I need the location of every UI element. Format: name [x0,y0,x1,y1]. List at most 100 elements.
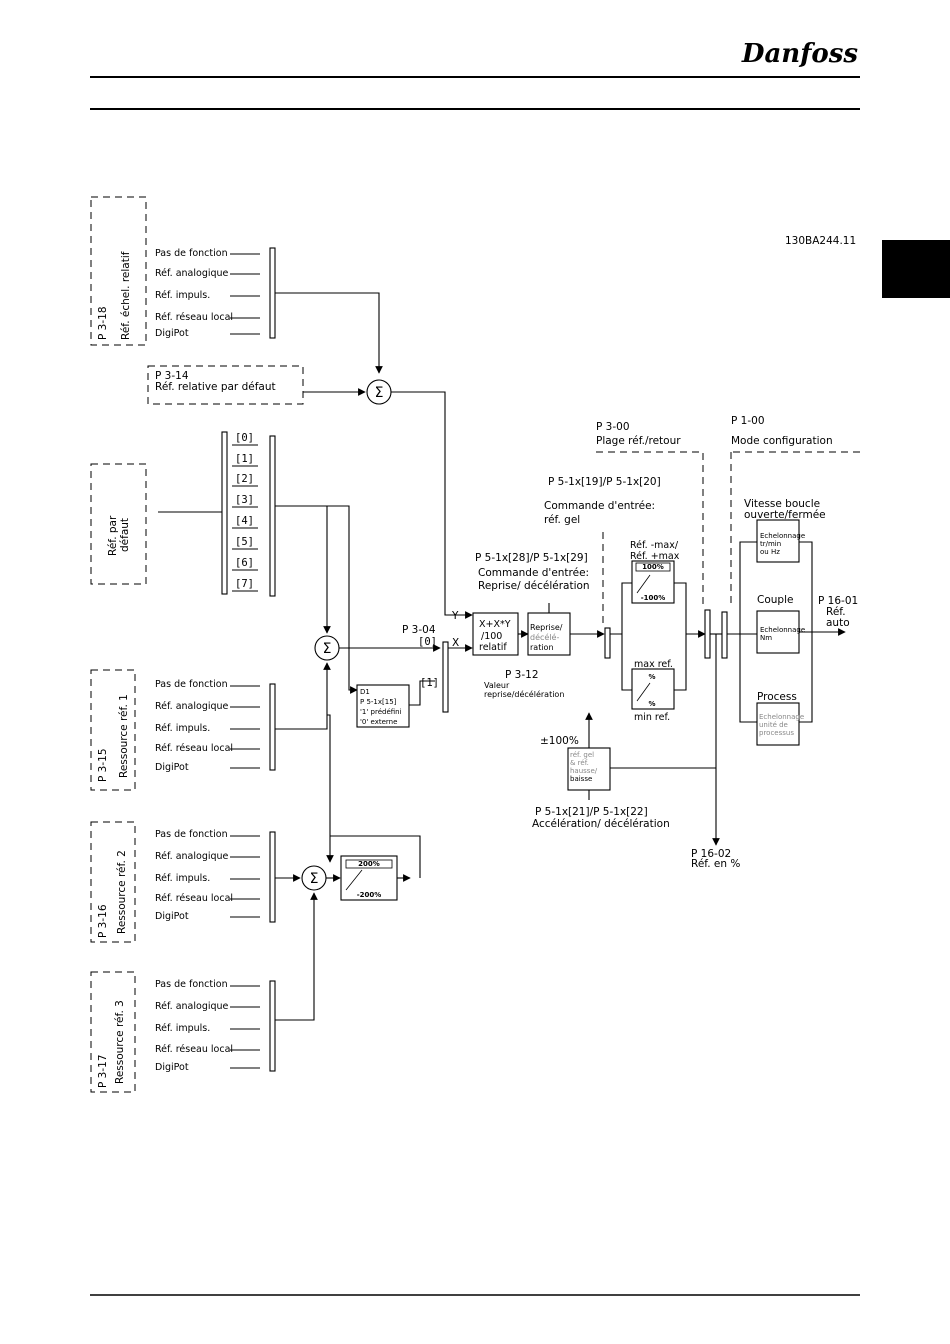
xy-y-label: Y [451,610,459,622]
p318-dashed-box [90,196,147,346]
d1-l4: '0' externe [360,718,397,726]
p100-l2: Mode configuration [731,435,833,447]
xy-l1: X+X*Y [479,619,511,630]
defaultref-item-3: [3] [235,494,254,506]
xy-box [472,612,519,656]
p304-param: P 3-04 [402,624,436,636]
p315-title: Ressource réf. 1 [118,694,130,778]
limits-maxref: max ref. [634,659,673,670]
reprise-l1: Reprise/ [530,623,563,632]
limits-l1: Réf. -max/ [630,540,679,551]
catchup-l2: & réf. [570,759,589,767]
p1601-l1: P 16-01 [818,595,858,607]
p316-param: P 3-16 [97,904,109,938]
p316-source-2: Réf. impuls. [155,873,210,884]
p315-source-1: Réf. analogique [155,701,229,712]
p304-in0: [0] [418,636,437,648]
freeze-l3: réf. gel [544,514,580,526]
torque-scale-box [756,610,800,654]
diagram-code: 130BA244.11 [785,235,856,247]
danfoss-logo: Danfoss [741,39,858,69]
limit-box-bottom [631,668,675,710]
sum-node-2-symbol: Σ [323,641,332,657]
p318-title: Réf. échel. relatif [120,251,132,340]
p318-source-2: Réf. impuls. [155,290,210,301]
p316-source-4: DigiPot [155,911,189,922]
p317-source-0: Pas de fonction [155,979,228,990]
p318-source-3: Réf. réseau local [155,312,233,323]
catchup-box [567,747,611,791]
limits-l2: Réf. +max [630,551,680,562]
p316-source-list: Pas de fonction Réf. analogique Réf. imp… [155,829,301,923]
defaultref-item-5: [5] [235,536,254,548]
defaultref-dashed-box [90,463,147,585]
p315-param: P 3-15 [97,749,109,783]
p317-source-list: Pas de fonction Réf. analogique Réf. imp… [155,892,318,1073]
reprise-box [527,612,571,656]
speed-box-l3: ou Hz [760,548,780,556]
limit-top-lo: -100% [641,594,666,602]
torque-box-l2: Nm [760,634,772,642]
speed-title-l2: ouverte/fermée [744,509,826,521]
limit-pct-b: % [648,700,655,708]
p317-param: P 3-17 [97,1055,109,1089]
p316-source-3: Réf. réseau local [155,893,233,904]
defaultref-item-0: [0] [235,432,254,444]
defaultref-item-6: [6] [235,557,254,569]
sum-node-1-symbol: Σ [375,385,384,401]
defaultref-item-4: [4] [235,515,254,527]
clamp200-bottom: -200% [357,891,382,899]
speed-box-l1: Echelonnage [760,532,805,540]
p315-dashed-box [90,669,136,791]
sum-node-3-symbol: Σ [310,871,319,887]
process-box-l3: processus [759,729,794,737]
p300-l1: P 3-00 [596,421,630,433]
freeze-l1: P 5-1x[19]/P 5-1x[20] [548,476,661,488]
p318-source-0: Pas de fonction [155,248,228,259]
p317-source-3: Réf. réseau local [155,1044,233,1055]
p1602-l1: P 16-02 [691,848,731,860]
p317-source-2: Réf. impuls. [155,1023,210,1034]
torque-box-l1: Echelonnage [760,626,805,634]
defaultref-item-1: [1] [235,453,254,465]
process-box-l2: unité de [759,721,788,729]
d1-box [356,684,410,728]
p512-l3: Reprise/ décélération [478,580,590,592]
p317-dashed-box [90,971,136,1093]
p315-source-3: Réf. réseau local [155,743,233,754]
chapter-tab [882,240,950,298]
p316-dashed-box [90,821,136,943]
p5121-l1: P 5-1x[21]/P 5-1x[22] [535,806,648,818]
p318-source-list: Pas de fonction Réf. analogique Réf. imp… [155,247,383,374]
xy-l2: /100 [481,631,502,642]
process-box-l1: Echelonnage [759,713,804,721]
process-title: Process [757,691,797,703]
limits-minref: min ref. [634,712,670,723]
catchup-l1: réf. gel [570,751,594,759]
p1601-l3: auto [826,617,850,629]
d1-l1: D1 [360,688,370,696]
p512-l1: P 5-1x[28]/P 5-1x[29] [475,552,588,564]
p312-l3: reprise/décélération [484,689,564,699]
p312-l2: Valeur [484,681,510,690]
p315-source-0: Pas de fonction [155,679,228,690]
p318-source-1: Réf. analogique [155,268,229,279]
p304-in1: [1] [420,677,439,689]
p314-dashed-box [147,365,304,405]
catchup-l4: baisse [570,775,592,783]
reprise-l3: ration [530,643,554,652]
p316-source-1: Réf. analogique [155,851,229,862]
process-scale-box [756,702,800,746]
defaultref-item-2: [2] [235,473,254,485]
p314-line2: Réf. relative par défaut [155,381,276,393]
speed-box-l2: tr/min [760,540,781,548]
p318-source-4: DigiPot [155,328,189,339]
freeze-l2: Commande d'entrée: [544,500,655,512]
p317-source-1: Réf. analogique [155,1001,229,1012]
p317-title: Ressource réf. 3 [114,1000,126,1084]
p317-source-4: DigiPot [155,1062,189,1073]
d1-l2: P 5-1x[15] [360,698,397,706]
defaultref-item-7: [7] [235,578,254,590]
p1602-l2: Réf. en % [691,858,740,870]
